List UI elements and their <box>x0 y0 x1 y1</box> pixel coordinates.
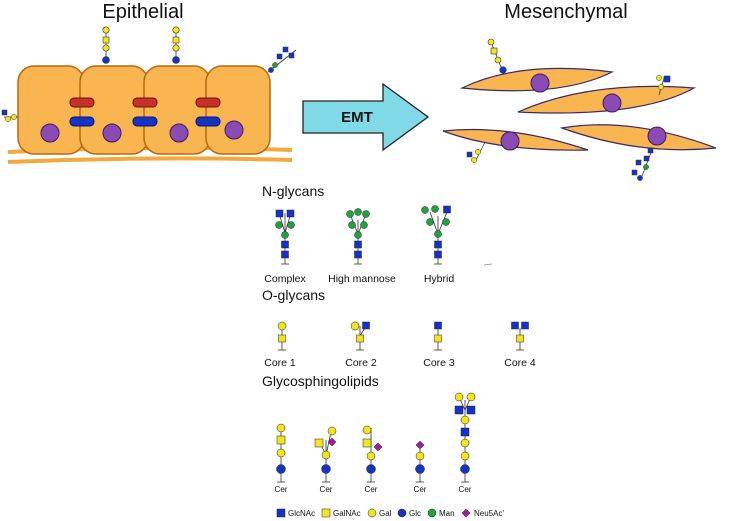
neu5ac-symbol-icon <box>461 508 471 518</box>
epithelial-cell <box>205 65 271 155</box>
surface-glycan <box>656 75 671 96</box>
surface-glycan <box>487 38 507 74</box>
junction-blue <box>195 116 221 127</box>
junction-red <box>69 97 95 108</box>
surface-glycan <box>631 147 654 181</box>
glc-symbol-icon <box>397 508 407 518</box>
glycan-core-2 <box>350 321 370 351</box>
junction-red <box>195 97 221 108</box>
glycan-core-4 <box>511 321 529 351</box>
mesenchymal-title: Mesenchymal <box>504 1 627 23</box>
nucleus <box>530 73 550 93</box>
cer-label: Cer <box>414 485 427 494</box>
legend-label: Gal <box>379 509 392 518</box>
o-glycan-label-core-1: Core 1 <box>264 357 296 369</box>
cer-label: Cer <box>320 485 333 494</box>
o-glycans-heading: O-glycans <box>262 287 325 303</box>
glycosphingolipid <box>454 392 476 483</box>
glycosphingolipid <box>362 425 383 483</box>
glycan-hybrid <box>421 205 451 265</box>
nucleus <box>647 126 667 146</box>
glycan-core-1 <box>277 321 287 351</box>
glycan-high-mannose <box>346 208 370 265</box>
n-glycan-label-high-mannose: High mannose <box>328 273 396 285</box>
glycosphingolipid <box>276 423 286 483</box>
legend-item-man: Man <box>427 508 455 518</box>
mesenchymal-cell <box>559 124 717 151</box>
legend-label: Man <box>439 509 455 518</box>
o-glycan-label-core-4: Core 4 <box>504 357 536 369</box>
basement-membrane <box>7 156 293 164</box>
cer-label: Cer <box>459 485 472 494</box>
surface-glycan <box>267 46 297 73</box>
glcnac-symbol-icon <box>276 508 286 518</box>
legend-item-neu5ac: Neu5Ac' <box>461 508 504 518</box>
o-glycan-label-core-2: Core 2 <box>345 357 377 369</box>
junction-blue <box>132 116 158 127</box>
epithelial-cells <box>1 26 297 164</box>
junction-red <box>132 97 158 108</box>
legend-label: Neu5Ac' <box>474 509 504 518</box>
nucleus <box>500 131 520 151</box>
cer-label: Cer <box>365 485 378 494</box>
legend: GlcNAc GalNAc Gal Glc Man Neu5Ac' <box>276 508 504 518</box>
stray-mark <box>483 263 493 266</box>
emt-label: EMT <box>341 109 373 126</box>
nucleus <box>40 123 60 143</box>
glycan-complex <box>275 209 295 265</box>
legend-label: GlcNAc <box>288 509 315 518</box>
n-glycan-label-complex: Complex <box>264 273 306 285</box>
nucleus <box>169 123 189 143</box>
surface-glycan <box>102 26 110 64</box>
glycan-core-3 <box>434 321 442 351</box>
junction-blue <box>69 116 95 127</box>
glycosphingolipid <box>415 440 425 483</box>
emt-arrow: EMT <box>302 82 430 152</box>
o-glycan-label-core-3: Core 3 <box>423 357 455 369</box>
glycosphingolipid <box>314 426 337 483</box>
n-glycan-label-hybrid: Hybrid <box>424 273 455 285</box>
legend-label: GalNAc <box>333 509 361 518</box>
epithelial-title: Epithelial <box>102 1 183 23</box>
legend-label: Glc <box>409 509 421 518</box>
nucleus <box>102 123 122 143</box>
galnac-symbol-icon <box>321 508 331 518</box>
n-glycans-heading: N-glycans <box>262 183 324 199</box>
gsl-heading: Glycosphingolipids <box>262 373 379 389</box>
nucleus <box>224 120 244 140</box>
nucleus <box>602 93 622 113</box>
legend-item-glcnac: GlcNAc <box>276 508 315 518</box>
surface-glycan <box>1 109 18 122</box>
cer-label: Cer <box>275 485 288 494</box>
legend-item-galnac: GalNAc <box>321 508 361 518</box>
man-symbol-icon <box>427 508 437 518</box>
legend-item-glc: Glc <box>397 508 421 518</box>
legend-item-gal: Gal <box>367 508 392 518</box>
surface-glycan <box>172 26 180 64</box>
gal-symbol-icon <box>367 508 377 518</box>
mesenchymal-cells <box>442 38 717 181</box>
surface-glycan <box>466 141 486 163</box>
